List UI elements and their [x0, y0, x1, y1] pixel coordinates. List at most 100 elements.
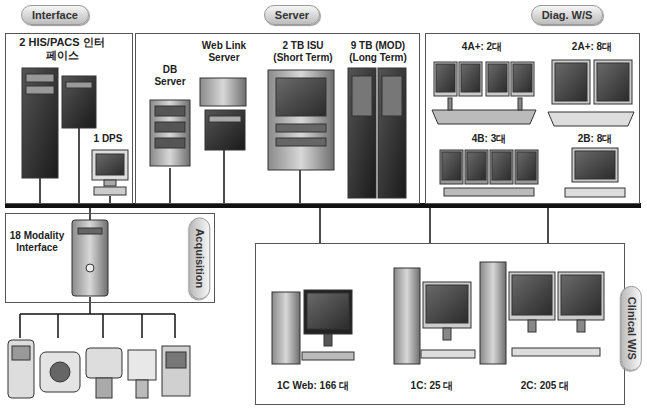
region-box: Clinical W/S1C Web: 166 대1C: 25 대2C: 205… [255, 243, 625, 405]
modality-device-part [96, 378, 112, 398]
diag-workstation-4a-part [436, 64, 455, 92]
diag-workstation-4a-part [434, 62, 457, 96]
diag-workstation-4b-part [490, 150, 513, 184]
web-link-server-part [209, 116, 241, 122]
group-heading: Server [264, 5, 320, 26]
web-link-server-part [205, 110, 245, 150]
diag-workstation-4a-part [488, 64, 507, 92]
diag-workstation-4b-part [444, 188, 534, 196]
modality-device-part [128, 350, 156, 380]
modality-device-part [136, 380, 148, 398]
component-label: 2 HIS/PACS 인터페이스 [16, 36, 108, 61]
clinical-web-pc-part [272, 292, 300, 364]
modality-device [8, 340, 190, 398]
isu-storage [268, 70, 334, 170]
clinical-pc-2c-part [512, 275, 552, 315]
diag-workstation-4a [432, 62, 536, 124]
clinical-web-pc-part [302, 352, 354, 360]
dps-computer-part [104, 180, 116, 186]
mod-storage-part [352, 76, 372, 116]
region-box: 18 Modality InterfaceAcquisition [5, 213, 215, 303]
db-server [150, 100, 190, 166]
server-tower [22, 68, 96, 178]
network-wire-part [39, 178, 41, 204]
mod-storage-part [382, 76, 402, 116]
group-heading: Diag. W/S [531, 5, 604, 26]
mod-storage-part [378, 68, 406, 198]
network-wire-part [174, 314, 176, 338]
clinical-pc-2c-part [561, 275, 601, 315]
server-tower-part [26, 74, 54, 82]
component-label: Web Link Server [193, 40, 255, 63]
mod-storage-part [348, 68, 376, 198]
clinical-pc-2c-part [509, 272, 555, 320]
clinical-pc-1c [394, 268, 475, 364]
modality-interface-computer-part [78, 228, 102, 234]
group-heading: Clinical W/S [621, 286, 642, 371]
diag-workstation-4b-part [440, 150, 463, 184]
web-link-server-part [200, 78, 246, 106]
region-box: Diag. W/S4A+: 2대2A+: 8대4B: 3대2B: 8대 [425, 33, 640, 204]
network-wire-part [57, 314, 59, 338]
isu-storage-part [268, 70, 334, 170]
network-wire-part [169, 168, 171, 204]
db-server-part [155, 138, 185, 148]
modality-device-part [162, 346, 190, 396]
network-wire-part [319, 207, 321, 243]
clinical-pc-2c-part [512, 348, 600, 356]
modality-device-part [8, 340, 34, 398]
modality-interface-computer-part [72, 220, 108, 296]
modality-device-part [50, 362, 70, 382]
db-server-part [155, 106, 185, 116]
clinical-web-pc-part [307, 293, 349, 329]
modality-device-part [166, 352, 186, 368]
modality-device-part [12, 346, 30, 360]
diag-workstation-4b-part [517, 152, 536, 180]
diag-workstation-2a-part [597, 63, 629, 101]
clinical-pc-2c [480, 262, 604, 364]
component-label: 1 DPS [94, 133, 123, 145]
diag-workstation-4a-part [511, 62, 534, 96]
diag-workstation-4b-part [465, 150, 488, 184]
clinical-pc-1c-part [443, 328, 451, 340]
modality-interface-computer-part [86, 264, 94, 272]
network-wire-part [299, 170, 301, 204]
diag-workstation-4b [440, 150, 538, 196]
workstation-count: 1C Web: 166 대 [277, 380, 349, 392]
diag-workstation-4b-part [442, 152, 461, 180]
network-wire-part [20, 313, 175, 315]
network-wire-part [429, 207, 431, 243]
dps-computer-part [96, 154, 124, 175]
diag-workstation-2b-part [565, 188, 625, 197]
diag-workstation-4b-part [467, 152, 486, 180]
network-wire-part [102, 314, 104, 338]
clinical-web-pc-part [304, 290, 352, 334]
network-wire-part [547, 207, 549, 243]
network-wire-part [78, 128, 80, 204]
diag-workstation-2b-part [572, 148, 618, 182]
diag-workstation-2a [548, 60, 634, 126]
mod-storage [348, 68, 406, 198]
server-tower-part [62, 76, 96, 128]
db-server-part [155, 122, 185, 132]
group-heading: Interface [21, 5, 89, 26]
network-wire-part [89, 297, 91, 314]
diag-workstation-2b [565, 148, 625, 197]
component-label: 18 Modality Interface [8, 230, 66, 253]
db-server-part [150, 100, 190, 166]
isu-storage-part [276, 138, 326, 146]
clinical-pc-1c-part [394, 268, 420, 364]
workstation-count: 1C: 25 대 [411, 380, 454, 392]
diag-workstation-4a-part [513, 64, 532, 92]
clinical-pc-1c-part [426, 285, 468, 323]
dps-computer [92, 150, 128, 195]
diag-workstation-4b-part [515, 150, 538, 184]
diag-workstation-2b-part [575, 151, 615, 179]
clinical-pc-2c-part [577, 320, 585, 332]
clinical-web-pc-part [324, 334, 332, 346]
network-wire-part [223, 150, 225, 204]
workstation-count: 4A+: 2대 [462, 41, 502, 53]
diag-workstation-4a-part [459, 62, 482, 96]
workstation-count: 4B: 3대 [472, 133, 506, 145]
